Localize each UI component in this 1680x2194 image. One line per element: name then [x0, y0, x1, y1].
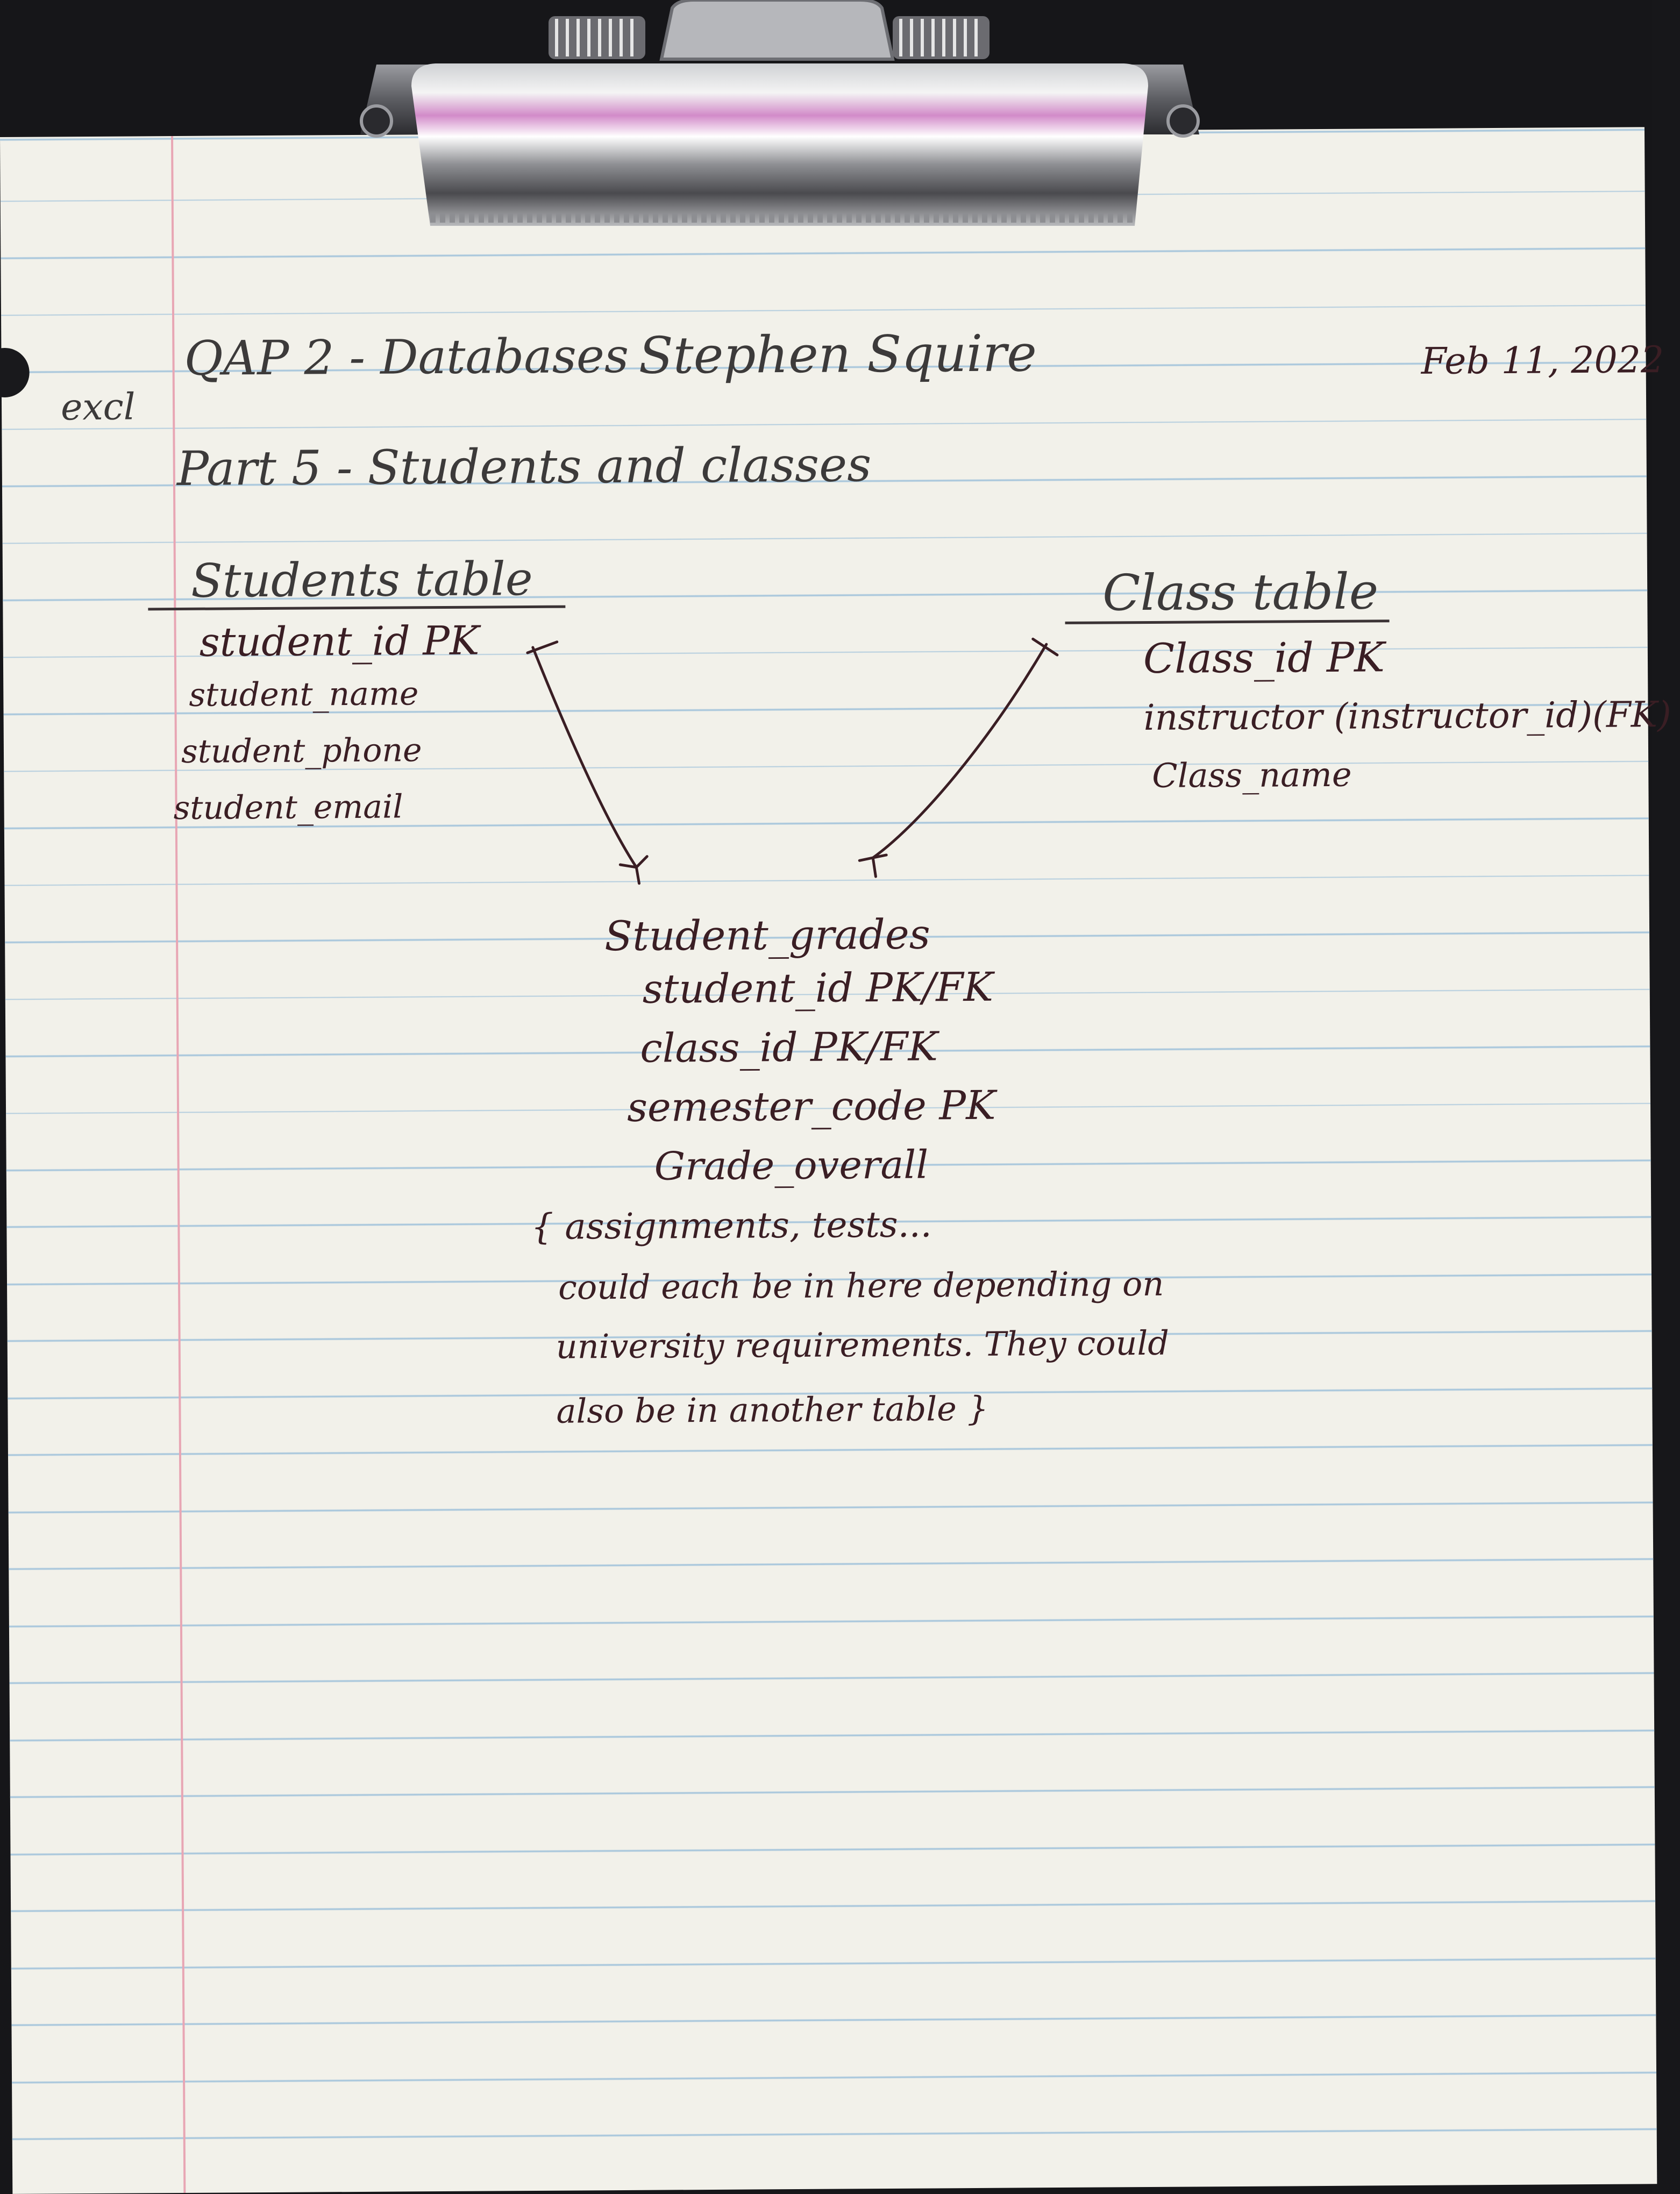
class-to-grades-line — [871, 643, 1048, 859]
students-one-tick — [526, 640, 559, 654]
clip-lever — [659, 0, 895, 61]
relationship-lines — [526, 637, 1059, 885]
lined-paper-sheet: QAP 2 - Databases Stephen Squire Feb 11,… — [0, 127, 1671, 2194]
clip-jaw — [411, 63, 1148, 226]
students-to-grades-line — [531, 646, 638, 869]
class-one-tick — [1031, 637, 1059, 657]
clip-spring-left — [549, 16, 645, 59]
clipboard-clip — [344, 0, 1215, 237]
grades-many-crowfoot-left — [618, 855, 649, 885]
clip-spring-right — [893, 16, 990, 59]
grades-many-crowfoot-right — [858, 853, 888, 878]
